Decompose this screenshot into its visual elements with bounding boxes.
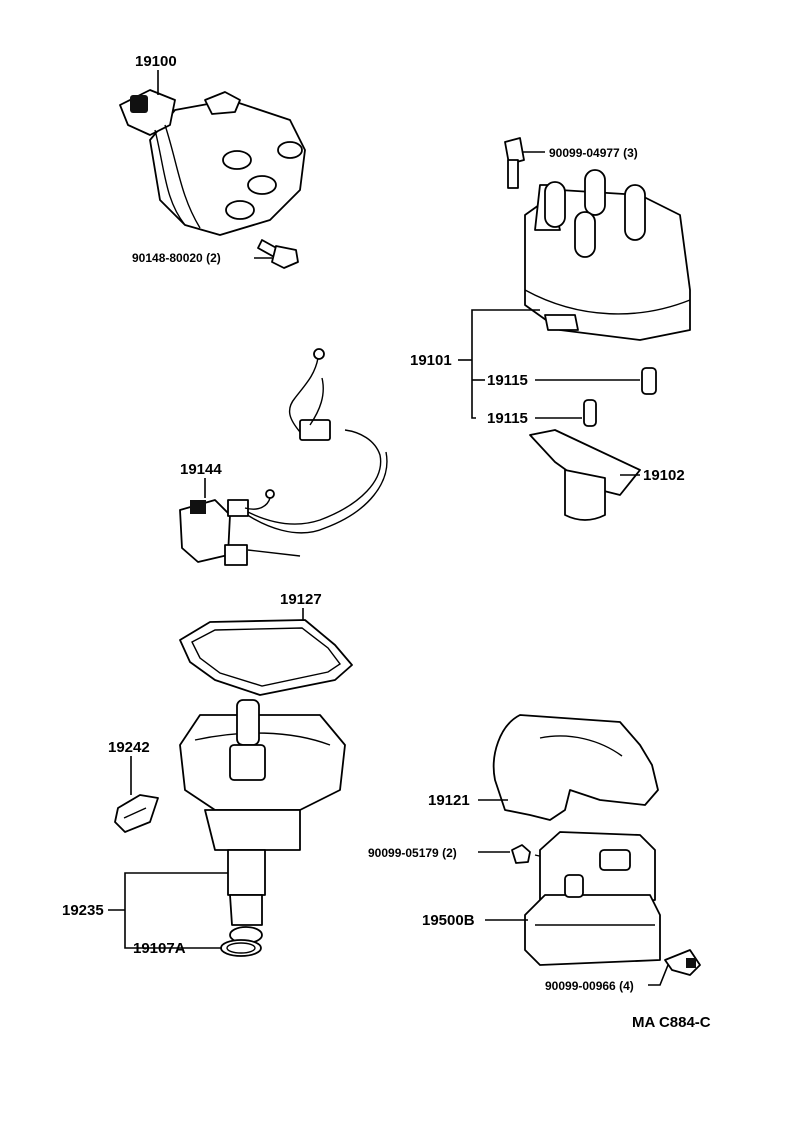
cover-drawing: [492, 714, 659, 821]
o-ring-inner: [226, 942, 256, 954]
bolt-90099-00966-drawing: [664, 949, 701, 976]
label-19115a: 19115: [487, 372, 528, 389]
leader-90099-00966: [648, 964, 669, 986]
label-90099-04977: 90099-04977 (3): [549, 146, 638, 160]
bolt-90148-drawing: [257, 239, 299, 269]
label-19101: 19101: [410, 352, 452, 369]
screw-90099-05179-drawing: [511, 844, 549, 864]
label-19115b: 19115: [487, 410, 528, 427]
ignition-base-drawing: [524, 831, 661, 966]
screw-90099-04977-drawing: [504, 137, 525, 189]
clamp-drawing: [114, 794, 159, 833]
label-90099-05179: 90099-05179 (2): [368, 846, 457, 860]
label-19121: 19121: [428, 792, 470, 809]
diagram-code: MA C884-C: [632, 1014, 711, 1031]
distributor-assembly-drawing: [119, 89, 306, 236]
leader-19235: [124, 872, 228, 949]
carbon-spring-a-drawing: [641, 367, 657, 395]
label-90148: 90148-80020 (2): [132, 251, 221, 265]
distributor-cap-drawing: [524, 169, 691, 341]
wiring-harness-drawing: [179, 348, 388, 566]
label-19235: 19235: [62, 902, 104, 919]
label-19102: 19102: [643, 467, 685, 484]
label-19107A: 19107A: [133, 940, 186, 957]
distributor-housing-drawing: [179, 699, 346, 944]
label-19144: 19144: [180, 461, 222, 478]
label-19500B: 19500B: [422, 912, 475, 929]
gasket-drawing: [179, 619, 353, 696]
label-19127: 19127: [280, 591, 322, 608]
label-19242: 19242: [108, 739, 150, 756]
carbon-spring-b-drawing: [583, 399, 597, 427]
label-90099-00966: 90099-00966 (4): [545, 979, 634, 993]
rotor-drawing: [529, 429, 641, 521]
label-19100: 19100: [135, 53, 177, 70]
leader-19101: [471, 309, 540, 419]
